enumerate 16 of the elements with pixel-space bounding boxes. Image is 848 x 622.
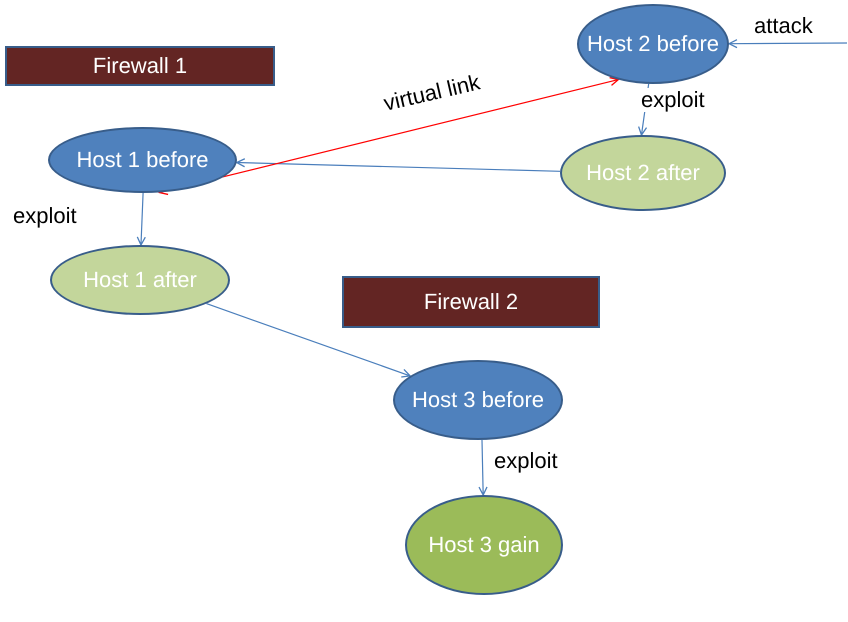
arrow [236, 158, 560, 172]
firewall-box: Firewall 2 [342, 276, 600, 328]
host-ellipse: Host 1 before [48, 127, 237, 193]
host-ellipse: Host 3 gain [405, 495, 563, 595]
edge-label: exploit [640, 88, 706, 112]
host-ellipse: Host 2 before [577, 4, 729, 84]
arrow [728, 39, 847, 48]
edge-label: exploit [493, 449, 559, 474]
arrow [136, 192, 146, 246]
arrow [206, 303, 411, 378]
firewall-box: Firewall 1 [5, 46, 275, 86]
arrow [478, 440, 488, 496]
host-ellipse: Host 1 after [50, 245, 230, 315]
host-ellipse: Host 2 after [560, 135, 726, 211]
host-ellipse: Host 3 before [393, 360, 563, 440]
edge-label: exploit [12, 204, 78, 228]
